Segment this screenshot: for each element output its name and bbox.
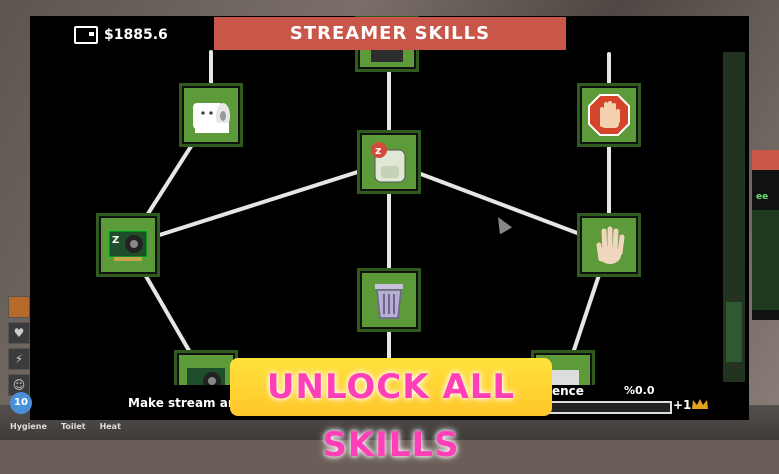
right-panel-header — [752, 150, 779, 170]
tab-heat[interactable]: Heat — [99, 422, 121, 431]
svg-text:Z: Z — [112, 235, 119, 246]
skill-open-hand[interactable] — [577, 213, 641, 277]
stat-percent: %0.0 — [624, 384, 655, 397]
smiley-icon: ☺ — [8, 374, 30, 396]
graphics-card-icon: Z — [108, 230, 148, 261]
page-title: STREAMER SKILLS — [214, 17, 566, 50]
skill-stop-hand[interactable] — [577, 83, 641, 147]
skill-backpack[interactable]: z — [357, 130, 421, 194]
skill-toilet-paper[interactable] — [179, 83, 243, 147]
backpack-sleep-icon: z — [371, 142, 406, 183]
crown-icon — [692, 399, 708, 409]
right-side-panel: ee — [752, 150, 779, 320]
tab-hygiene[interactable]: Hygiene — [10, 422, 47, 431]
reward-amount: +1 — [673, 398, 692, 412]
skill-trash-can[interactable] — [357, 268, 421, 332]
stat-label: ence — [552, 384, 584, 398]
skill-gpu-upgrade[interactable]: Z — [96, 213, 160, 277]
scrollbar[interactable] — [723, 52, 745, 382]
level-circle: 10 — [10, 392, 32, 414]
wallet-icon — [74, 26, 98, 44]
money-display: $1885.6 — [74, 26, 168, 44]
right-panel-green — [752, 210, 779, 310]
scrollbar-thumb[interactable] — [726, 302, 742, 362]
left-hud: ♥ ⚡ ☺ — [8, 296, 32, 396]
right-panel-text: ee — [756, 192, 769, 202]
money-value: $1885.6 — [104, 27, 168, 43]
promo-banner: UNLOCK ALL SKILLS — [230, 358, 552, 465]
svg-text:z: z — [375, 144, 381, 157]
lightning-icon: ⚡ — [8, 348, 30, 370]
toilet-paper-icon — [193, 103, 230, 133]
trash-can-icon — [375, 284, 403, 319]
stop-hand-icon — [588, 94, 630, 136]
hud-orange-icon — [8, 296, 30, 318]
status-tabs: Hygiene Toilet Heat — [10, 422, 121, 431]
tab-toilet[interactable]: Toilet — [60, 422, 86, 431]
mission-text: Make stream an — [128, 396, 237, 410]
heart-icon: ♥ — [8, 322, 30, 344]
open-hand-icon — [596, 226, 625, 264]
